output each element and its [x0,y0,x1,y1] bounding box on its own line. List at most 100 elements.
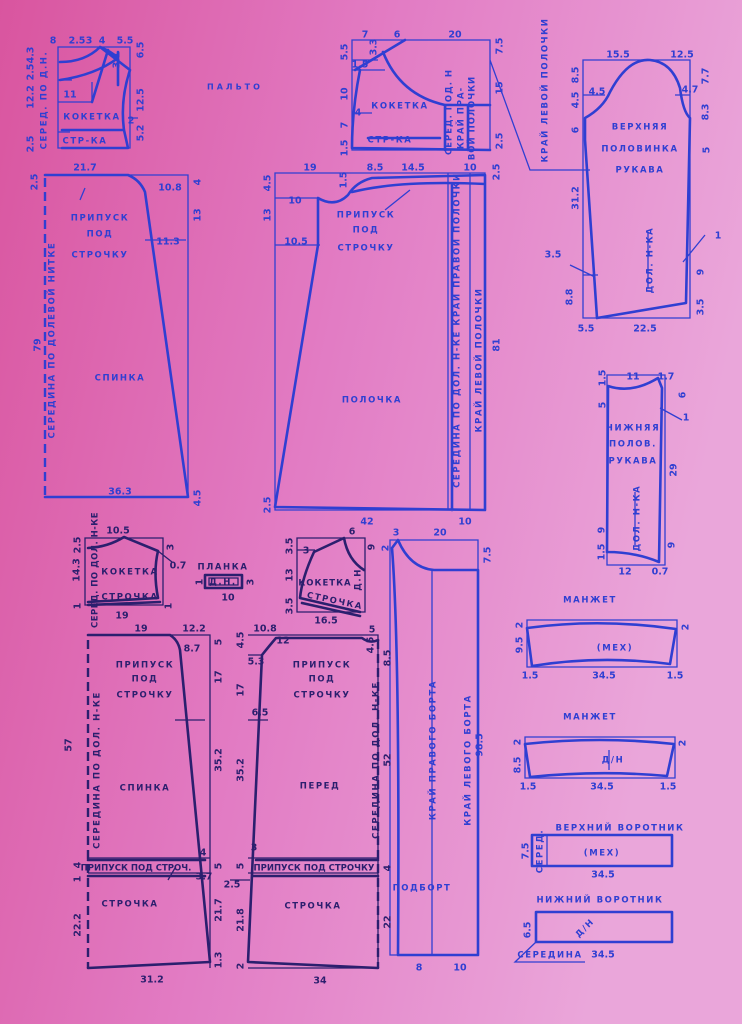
lower-front-dimension: 10.8 [253,624,277,635]
piece-planka [203,573,244,590]
small-back-yoke-dimension: 1 [164,603,175,610]
lower-front-dimension: 3 [251,843,258,854]
front-dimension: 81 [492,338,503,351]
sleeve-upper-dimension: 12.5 [670,50,693,61]
sleeve-upper-dimension: 15.5 [606,50,629,61]
cuff-dn-label: МАНЖЕТ [563,713,617,723]
lower-collar-dimension: 34.5 [591,950,614,961]
piece-lower-collar [513,910,674,963]
front-dimension: 10 [463,163,477,174]
podbort-dimension: 10 [453,963,467,974]
front-yoke-label: КРАЙ ПРА- [455,87,467,149]
front-label: СТРОЧКУ [337,244,394,254]
sleeve-lower-dimension: 9 [667,542,678,549]
sleeve-lower-dimension: 9 [597,527,608,534]
sleeve-upper-dimension: 3.5 [545,250,562,261]
lower-back-label: ПОД [132,675,159,685]
back-label: ПРИПУСК [71,214,130,224]
lower-back-dimension: 5 [214,639,225,646]
small-back-yoke-dimension: 2.5 [73,537,84,554]
piece-cuff-dn [523,736,676,779]
sleeve-upper-label: ВЕРХНЯЯ [612,123,668,133]
lower-front-dimension: 12 [276,636,289,647]
back-label: СТРОЧКУ [71,251,128,261]
lower-back-label: СЕРЕДИНА ПО ДОЛ. Н-КЕ [93,691,103,849]
back-yoke-dimension: 5.2 [136,125,147,142]
lower-back-dimension: 8.7 [184,644,201,655]
back-yoke-dimension: 4 [99,36,106,47]
upper-collar-label: ВЕРХНИЙ ВОРОТНИК [555,822,684,834]
front-dimension: 1.5 [339,172,350,189]
cuff-dn-dimension: 2 [513,739,524,746]
back-yoke-dimension: 6.5 [136,42,147,59]
front-dimension: 10 [458,517,472,528]
cuff-fur-dimension: 2 [681,624,692,631]
back-dimension: 79 [33,338,44,351]
piece-back-yoke [57,45,138,150]
piece-back [43,173,190,499]
sleeve-lower-dimension: 5 [598,402,609,409]
lower-back-label: ПРИПУСК ПОД СТРОЧ. [81,864,192,874]
lower-back-dimension: 19 [134,624,147,635]
lower-back-dimension: 12.2 [182,624,205,635]
lower-front-dimension: 52 [383,753,394,766]
front-yoke-label: ВОЙ ПОЛОЧКИ [466,76,478,160]
planka-dimension: 10 [221,593,235,604]
piece-small-front-yoke [296,536,366,618]
small-front-yoke-dimension: 16.5 [314,616,337,627]
lower-front-dimension: 35.2 [236,758,247,781]
sleeve-upper-dimension: 4.5 [589,87,606,98]
cuff-fur-dimension: 9.5 [515,637,526,654]
cuff-fur-dimension: 2 [515,622,526,629]
front-yoke-dimension: 4 [355,108,362,119]
lower-front-dimension: 6.5 [252,708,269,719]
sleeve-lower-label: ДОЛ. Н-КА [633,485,643,552]
front-dimension: 14.5 [401,163,424,174]
front-dimension: 10 [288,196,302,207]
lower-front-label: ПОД [309,675,336,685]
small-front-yoke-dimension: 9 [367,544,378,551]
cuff-fur-label: МАНЖЕТ [563,596,617,606]
back-yoke-label: КОКЕТКА [63,113,120,123]
cuff-dn-dimension: 8.5 [513,757,524,774]
lower-front-dimension: 21.8 [236,908,247,932]
lower-back-dimension: 17 [214,670,225,683]
lower-front-label: СТРОЧКУ [293,691,350,701]
cuff-dn-dimension: 2 [678,740,689,747]
lower-collar-dimension: 6.5 [523,922,534,939]
small-front-yoke-label: КОКЕТКА [298,579,351,589]
sleeve-upper-dimension: 8.8 [565,288,576,305]
back-yoke-dimension: 8 [50,36,57,47]
front-yoke-dimension: 5.5 [340,44,351,61]
small-back-yoke-label: КОКЕТКА [101,568,158,578]
planka-label: Д.Н. [209,578,237,588]
lower-back-dimension: 22.2 [73,913,84,936]
piece-upper-collar [530,833,674,868]
front-yoke-dimension: 7.5 [495,38,506,55]
front-label: ПОЛОЧКА [342,396,402,406]
front-dimension: 42 [360,517,373,528]
lower-front-label: ПЕРЕД [300,782,341,792]
sleeve-lower-dimension: 1.5 [597,544,608,561]
front-yoke-dimension: 3.3 [369,39,380,56]
lower-front-dimension: 22 [383,915,394,928]
front-label: ПОД [353,226,380,236]
small-back-yoke-dimension: 0.7 [170,561,187,572]
lower-back-dimension: 21.7 [214,898,225,921]
back-yoke-dimension: 3.1 [112,52,123,69]
cuff-fur-dimension: 1.5 [667,671,684,682]
lower-front-dimension: 17 [236,683,247,696]
sleeve-lower-label: НИЖНЯЯ [606,424,660,434]
small-back-yoke-label: СТРОЧКА [101,593,158,603]
sleeve-upper-label: ДОЛ. Н-КА [646,227,656,294]
small-back-yoke-label: СЕРЕД. ПО ДОЛ. Н-КЕ [91,512,101,628]
front-yoke-label: КОКЕТКА [371,102,428,112]
back-dimension: 21.7 [73,163,96,174]
front-yoke-label: СЕРЕД. ПОД. Н [445,69,455,155]
sleeve-upper-dimension: 22.5 [633,324,656,335]
sleeve-lower-dimension: 1 [683,413,690,424]
lower-front-dimension: 34 [313,976,327,987]
lower-back-dimension: 1 [73,876,84,883]
